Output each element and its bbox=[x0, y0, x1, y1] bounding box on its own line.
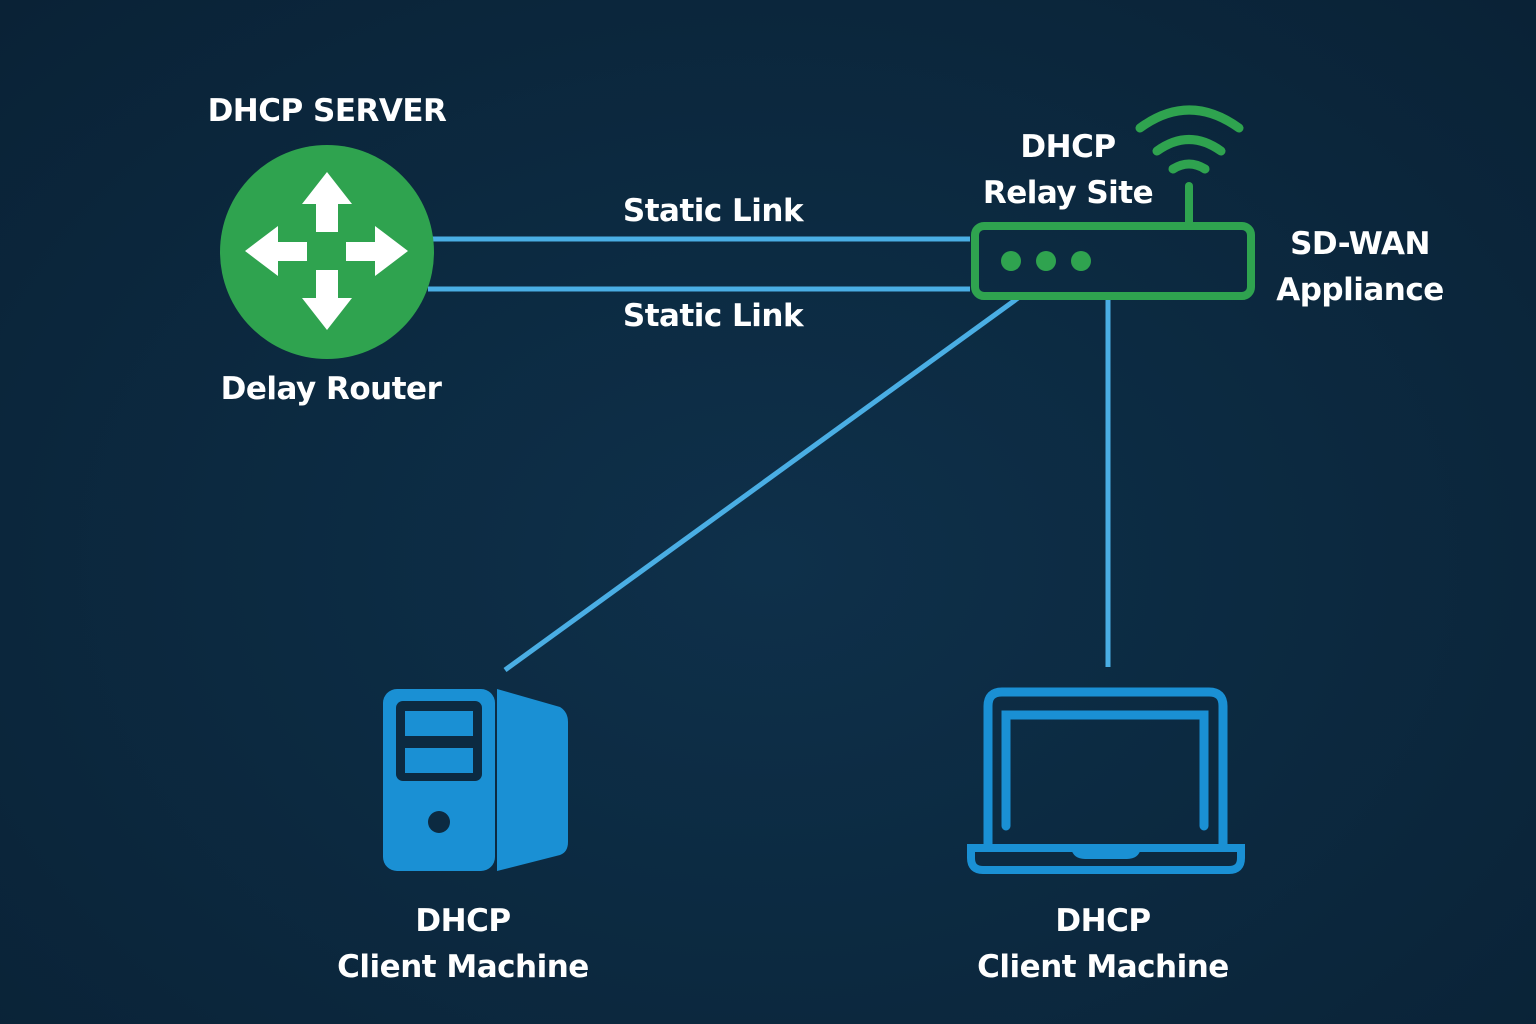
status-led bbox=[1071, 251, 1091, 271]
router-arrows-icon[interactable] bbox=[220, 145, 434, 359]
link-relay-to-desktop bbox=[503, 295, 1020, 673]
relay-site-title: DHCP Relay Site bbox=[918, 124, 1218, 216]
sd-wan-label-line1: SD-WAN bbox=[1290, 226, 1430, 262]
status-led bbox=[1001, 251, 1021, 271]
relay-site-title-line2: Relay Site bbox=[982, 175, 1154, 211]
dhcp-server-title: DHCP SERVER bbox=[207, 93, 447, 129]
laptop-icon[interactable] bbox=[967, 687, 1245, 874]
wireless-router-icon[interactable] bbox=[971, 105, 1255, 300]
desktop-tower-icon[interactable] bbox=[383, 689, 568, 871]
client-desktop-line1: DHCP bbox=[415, 903, 511, 939]
client-desktop-line2: Client Machine bbox=[337, 949, 589, 985]
wifi-signal-icon bbox=[1135, 105, 1244, 174]
client-laptop-line2: Client Machine bbox=[977, 949, 1229, 985]
relay-site-title-line1: DHCP bbox=[1020, 129, 1116, 165]
sd-wan-label-line2: Appliance bbox=[1276, 272, 1444, 308]
client-laptop-line1: DHCP bbox=[1055, 903, 1151, 939]
client-desktop-label: DHCP Client Machine bbox=[313, 898, 613, 990]
sd-wan-appliance-label: SD-WAN Appliance bbox=[1210, 221, 1510, 313]
static-link-label-upper: Static Link bbox=[622, 193, 804, 229]
status-led bbox=[1036, 251, 1056, 271]
static-link-label-lower: Static Link bbox=[622, 298, 804, 334]
delay-router-label: Delay Router bbox=[220, 371, 442, 407]
client-laptop-label: DHCP Client Machine bbox=[953, 898, 1253, 990]
